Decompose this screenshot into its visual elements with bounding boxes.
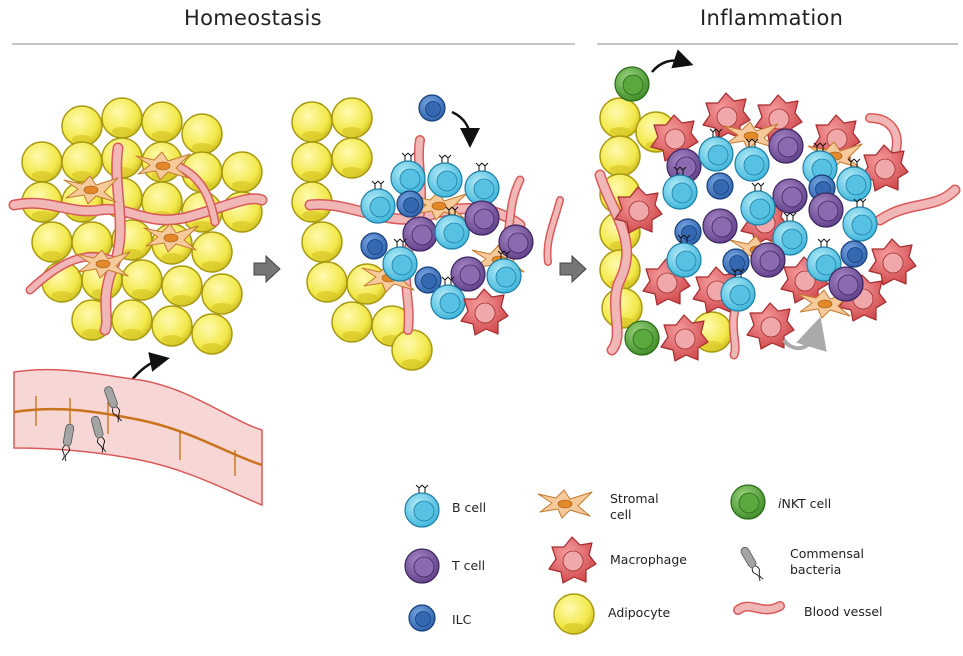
- gut-segment: [13, 368, 263, 507]
- arrow-macrophage-recruit: [782, 316, 827, 352]
- panel-homeostasis-cluster: [291, 94, 564, 371]
- panel-inflammation: [594, 49, 961, 362]
- legend-vessel-icon: [733, 601, 785, 615]
- legend-bacteria-icon: [739, 545, 766, 583]
- legend-adipocyte-icon: [553, 593, 595, 635]
- legend-ilc-icon: [408, 604, 436, 632]
- legend-adipocyte-label: Adipocyte: [608, 605, 671, 620]
- legend-stromal-label: Stromal cell: [610, 491, 659, 522]
- legend-icons: [404, 484, 785, 635]
- transition-arrow-1: [253, 254, 281, 284]
- legend-b-cell-label: B cell: [452, 500, 487, 515]
- legend-inkt-icon: [730, 484, 766, 520]
- adipocyte-cluster-1: [21, 97, 263, 355]
- arrow-ilc-entry: [451, 110, 480, 148]
- panel-homeostasis-adipose: [8, 97, 268, 383]
- legend-b-cell-icon: [404, 484, 440, 528]
- legend-blood-vessel-label: Blood vessel: [804, 604, 883, 619]
- legend-inkt-rest: NKT cell: [781, 496, 832, 511]
- legend-t-cell-label: T cell: [452, 558, 486, 573]
- blood-vessels-3: [594, 113, 961, 360]
- legend-macrophage-label: Macrophage: [610, 552, 687, 567]
- header-homeostasis: Homeostasis: [184, 6, 322, 30]
- legend-commensal-label: Commensal bacteria: [790, 546, 864, 577]
- legend-macrophage-icon: [548, 536, 597, 584]
- legend-inkt-label: iNKT cell: [778, 496, 831, 512]
- legend-t-cell-icon: [404, 548, 440, 584]
- transition-arrow-2: [559, 254, 587, 284]
- arrow-inkt-exit: [651, 49, 694, 73]
- legend-stromal-icon: [537, 489, 593, 519]
- header-inflammation: Inflammation: [700, 6, 844, 30]
- legend-ilc-label: ILC: [452, 612, 472, 627]
- legend-inkt-italic: i: [778, 496, 782, 511]
